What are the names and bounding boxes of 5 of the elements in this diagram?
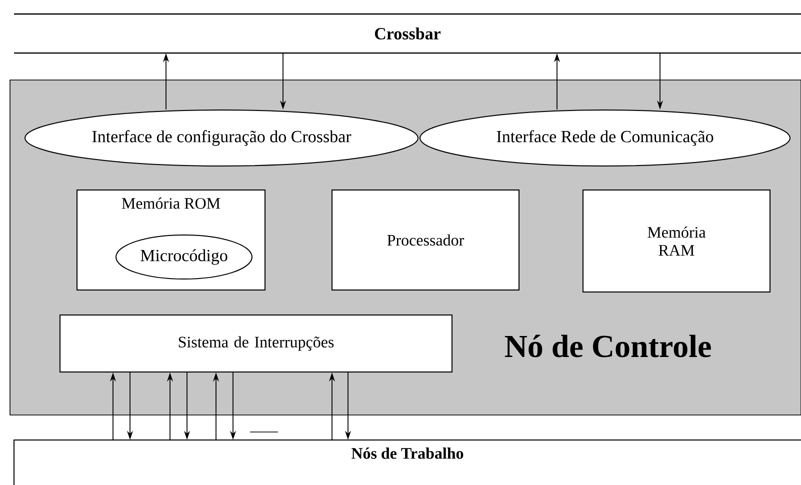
component-box: Processador	[332, 190, 520, 290]
worker-nodes-box: Nós de Trabalho	[14, 440, 801, 485]
crossbar-band: Crossbar	[14, 13, 801, 54]
component-box: Sistema de Interrupções	[60, 314, 452, 372]
component-box: Memória RAM	[582, 190, 770, 292]
